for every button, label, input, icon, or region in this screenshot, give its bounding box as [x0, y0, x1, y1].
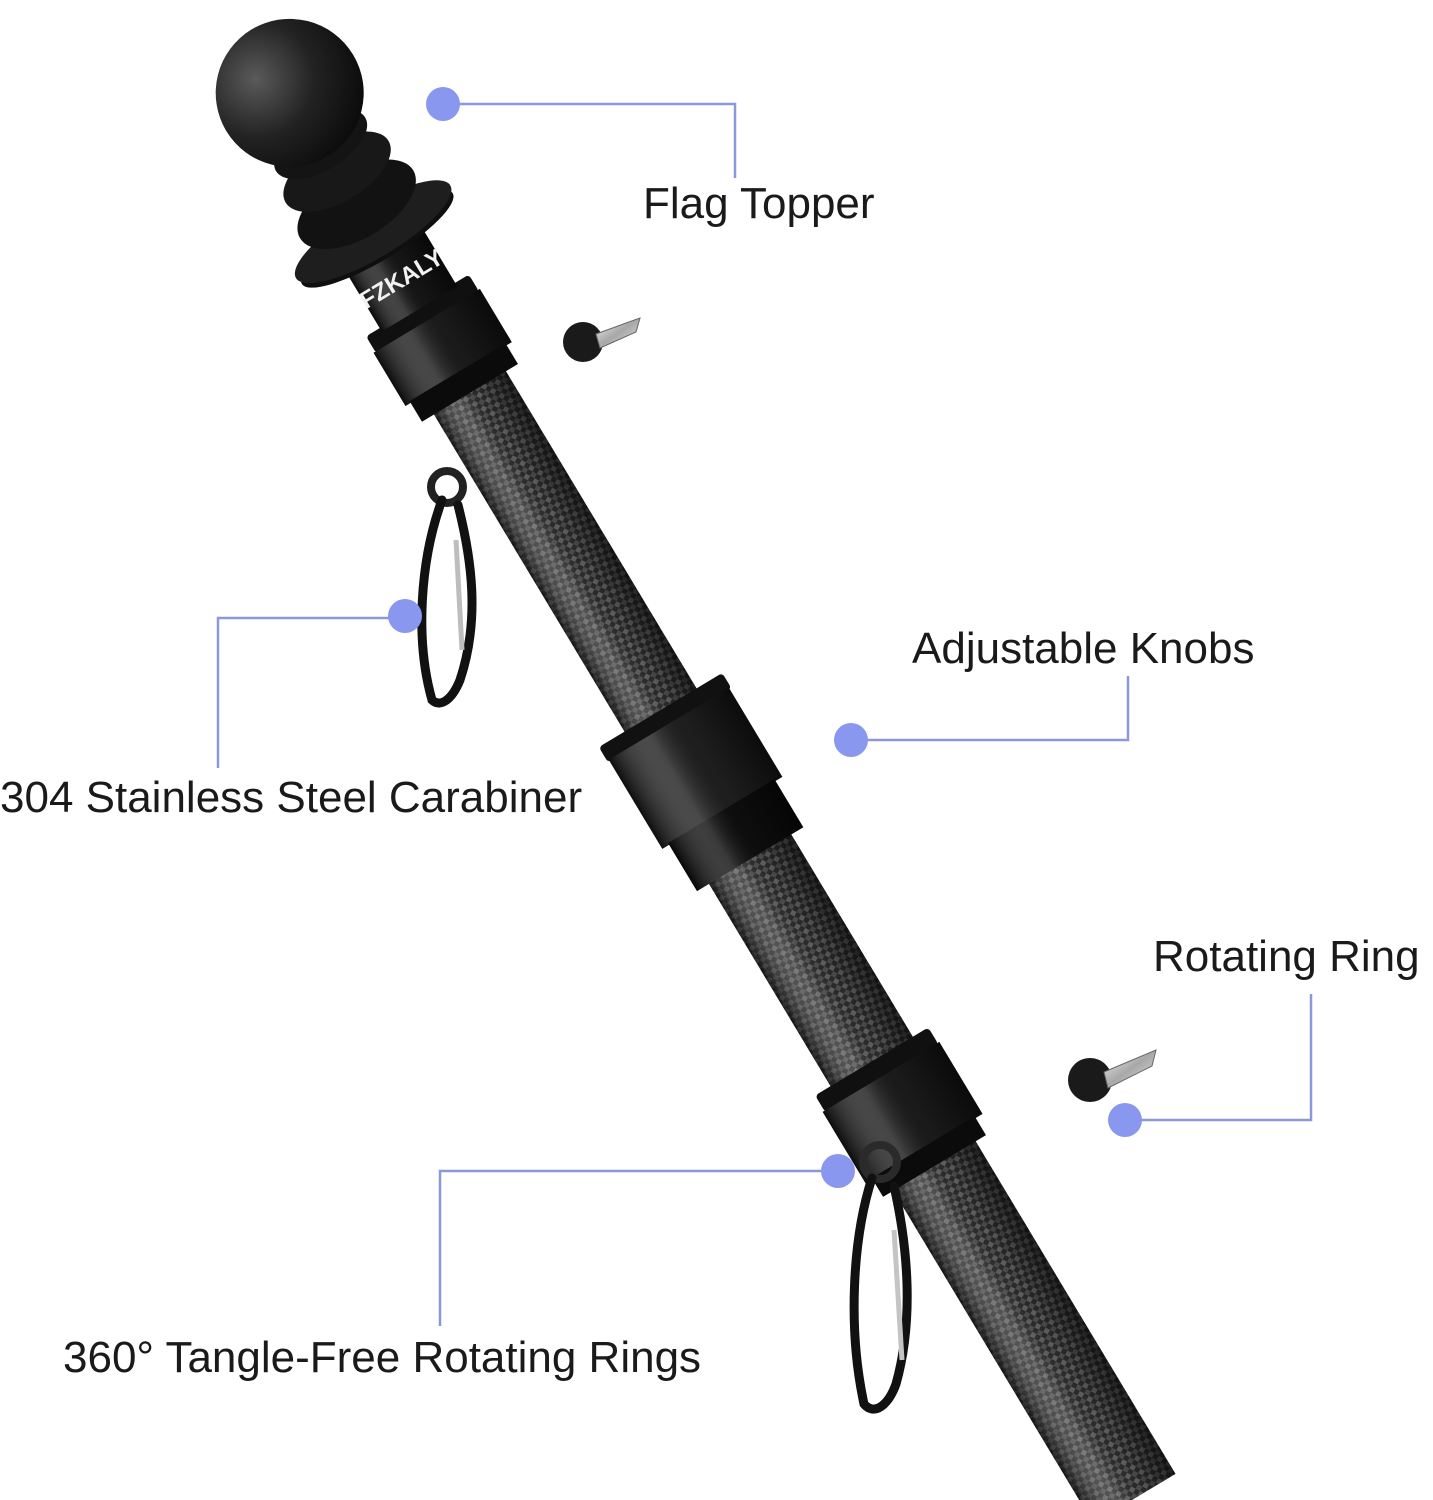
carabiner-label: 304 Stainless Steel Carabiner [0, 773, 583, 822]
rotating-ring-label: Rotating Ring [1153, 932, 1420, 981]
rotating-ring-leader [1125, 994, 1313, 1122]
lower-carabiner [849, 1141, 912, 1414]
tangle-free-rings-label: 360° Tangle-Free Rotating Rings [63, 1333, 702, 1382]
callout-lines [216, 102, 1313, 1326]
adjustable-knobs-label: Adjustable Knobs [912, 624, 1255, 673]
upper-swivel-screw [563, 317, 641, 362]
callout-dots [388, 87, 1142, 1188]
carabiner-dot [388, 599, 422, 633]
tangle-free-rings-dot [821, 1154, 855, 1188]
flag-topper-label: Flag Topper [643, 179, 875, 228]
flag-topper-dot [426, 87, 460, 121]
adjustable-knobs-leader [851, 676, 1130, 742]
adjustable-knob [600, 674, 804, 892]
lower-swivel-screw [1068, 1049, 1157, 1102]
flag-topper [215, 18, 454, 288]
carabiner-leader [216, 616, 405, 768]
rotating-ring-dot [1108, 1103, 1142, 1137]
flag-topper-leader [443, 102, 737, 178]
upper-carabiner [417, 467, 477, 708]
lower-rotating-ring [816, 1028, 986, 1197]
adjustable-knobs-dot [834, 723, 868, 757]
upper-rotating-ring [367, 276, 518, 422]
tangle-free-rings-leader [438, 1169, 838, 1326]
flagpole: FZKALY [215, 18, 1176, 1500]
